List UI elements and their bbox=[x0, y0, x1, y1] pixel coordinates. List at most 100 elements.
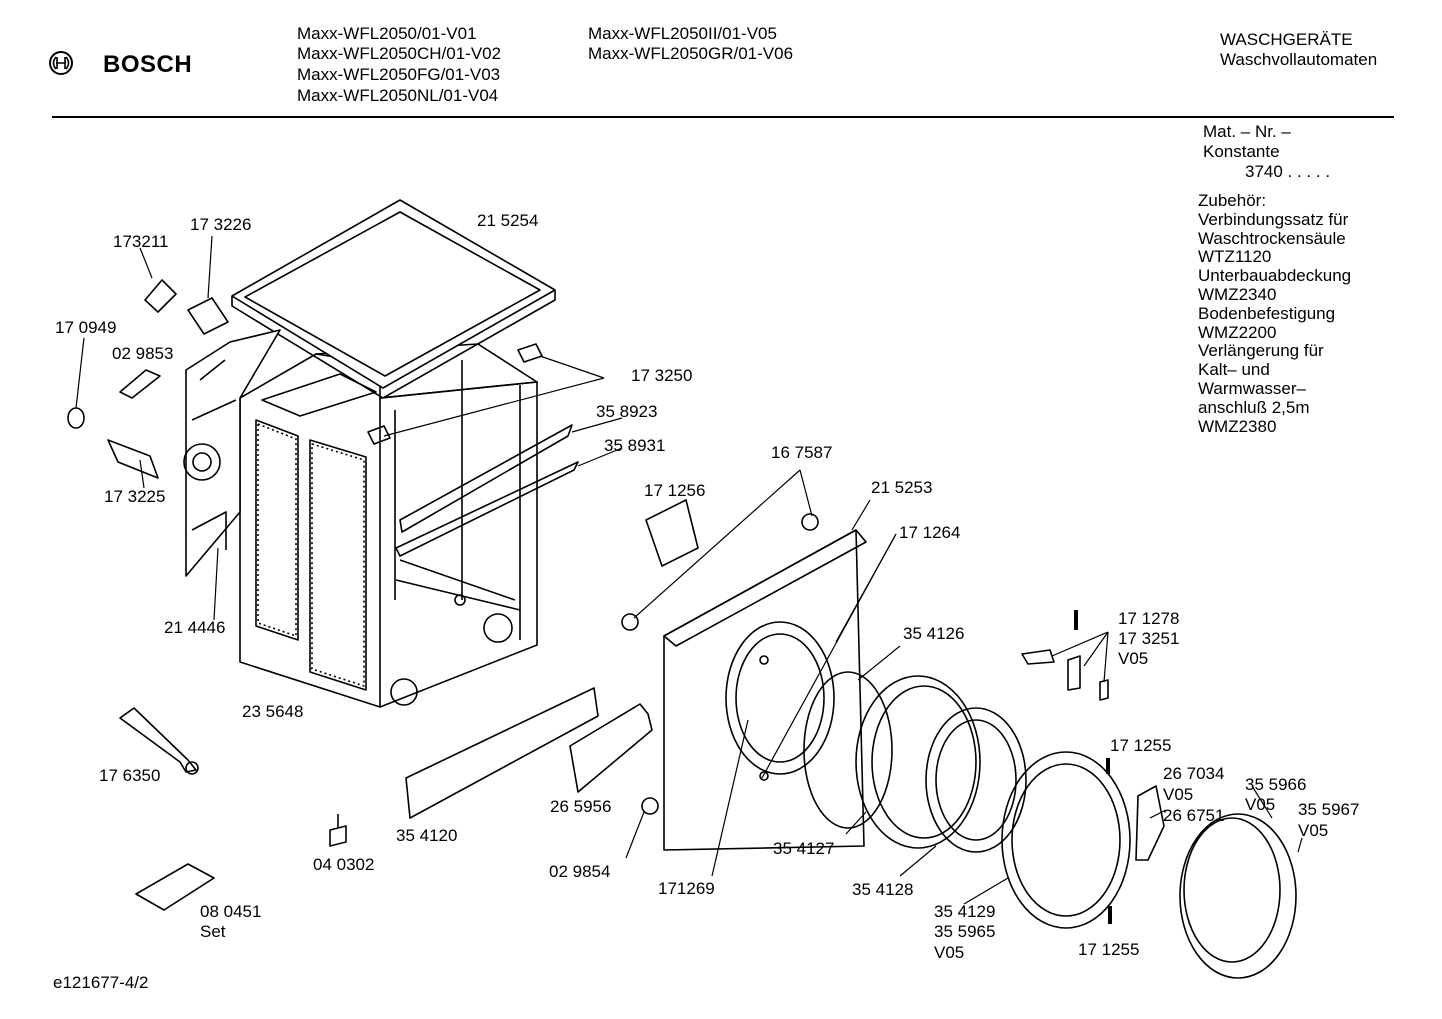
part-label: 02 9854 bbox=[549, 862, 611, 881]
part-label: V05 bbox=[1245, 795, 1276, 814]
part-label: 35 4120 bbox=[396, 826, 458, 845]
strut-rail-drawing bbox=[399, 424, 573, 533]
document-id: e121677-4/2 bbox=[53, 973, 149, 992]
accessory-line: Kalt– und bbox=[1198, 360, 1270, 380]
part-label: 04 0302 bbox=[313, 855, 375, 874]
accessory-line: Waschtrockensäule bbox=[1198, 228, 1346, 248]
part-label: V05 bbox=[1118, 649, 1149, 668]
hose-connector-173226-drawing bbox=[187, 297, 229, 335]
front-panel-drawing bbox=[663, 529, 867, 851]
wrench-drawing bbox=[119, 707, 197, 773]
part-label: 17 1256 bbox=[644, 481, 706, 500]
model-line: Maxx-WFL2050NL/01-V04 bbox=[297, 86, 499, 105]
part-label: 35 5965 bbox=[934, 922, 996, 941]
clip-173211-drawing bbox=[144, 279, 177, 313]
part-label: 26 5956 bbox=[550, 797, 612, 816]
foot-drawing bbox=[329, 814, 347, 847]
plinth-panel-drawing bbox=[405, 687, 599, 819]
part-label: 35 4127 bbox=[773, 839, 835, 858]
mat-nr-label: Mat. – Nr. – bbox=[1203, 122, 1291, 141]
part-label: 16 7587 bbox=[771, 443, 833, 462]
model-line: Maxx-WFL2050II/01-V05 bbox=[588, 24, 777, 43]
accessory-line: Zubehör: bbox=[1198, 191, 1267, 210]
bosch-logo-icon bbox=[48, 50, 74, 76]
part-label: V05 bbox=[1163, 785, 1194, 804]
part-label: 23 5648 bbox=[242, 702, 304, 721]
clip-167587-drawing bbox=[621, 613, 639, 631]
part-label: 17 0949 bbox=[55, 318, 117, 337]
door-lock-drawing bbox=[645, 499, 699, 567]
category-title: WASCHGERÄTE bbox=[1220, 30, 1353, 49]
accessory-line: Verbindungssatz für bbox=[1198, 209, 1349, 229]
part-label: 17 3225 bbox=[104, 487, 166, 506]
part-label: 35 8923 bbox=[596, 402, 658, 421]
part-label: V05 bbox=[1298, 821, 1329, 840]
part-label: 17 3226 bbox=[190, 215, 252, 234]
part-label: 35 4129 bbox=[934, 902, 996, 921]
accessories-list: Zubehör: Verbindungssatz für Waschtrocke… bbox=[1198, 191, 1352, 436]
clip-167587b-drawing bbox=[801, 513, 819, 531]
part-label: 17 3250 bbox=[631, 366, 693, 385]
part-label: 21 5254 bbox=[477, 211, 539, 230]
door-glass-354126-drawing bbox=[803, 671, 893, 829]
part-label: 17 1264 bbox=[899, 523, 961, 542]
accessory-line: Unterbauabdeckung bbox=[1198, 266, 1352, 286]
brand-name: BOSCH bbox=[103, 51, 193, 78]
accessory-line: WTZ1120 bbox=[1198, 247, 1272, 267]
part-label: 35 5967 bbox=[1298, 800, 1360, 819]
hose-connector-173225-drawing bbox=[107, 439, 159, 479]
part-label: 17 6350 bbox=[99, 766, 161, 785]
model-line: Maxx-WFL2050/01-V01 bbox=[297, 24, 477, 43]
model-line: Maxx-WFL2050FG/01-V03 bbox=[297, 65, 501, 84]
grommet-170949-drawing bbox=[67, 407, 85, 429]
hinge-drawing bbox=[1135, 785, 1165, 861]
mat-nr-value: 3740 . . . . . bbox=[1245, 162, 1331, 181]
part-label: 173211 bbox=[113, 232, 169, 251]
door-frame-354127-drawing bbox=[855, 675, 981, 849]
part-label: V05 bbox=[934, 943, 965, 962]
accessory-line: Warmwasser– bbox=[1198, 378, 1306, 398]
door-glass-354128-drawing bbox=[925, 707, 1027, 853]
part-label: 17 1255 bbox=[1078, 940, 1140, 959]
part-label: 35 4126 bbox=[903, 624, 965, 643]
model-line: Maxx-WFL2050GR/01-V06 bbox=[588, 44, 794, 63]
model-line: Maxx-WFL2050CH/01-V02 bbox=[297, 44, 502, 63]
part-label: 08 0451 bbox=[200, 902, 262, 921]
door-ring-354129-drawing bbox=[1001, 751, 1131, 929]
strut-rail-2-drawing bbox=[395, 461, 579, 557]
part-label: 17 1255 bbox=[1110, 736, 1172, 755]
category-subtitle: Waschvollautomaten bbox=[1220, 50, 1378, 69]
part-label: 21 4446 bbox=[164, 618, 226, 637]
clip-173250-drawing bbox=[517, 343, 543, 363]
mat-nr-label-2: Konstante bbox=[1203, 142, 1280, 161]
part-label: 02 9853 bbox=[112, 344, 174, 363]
part-label: 26 7034 bbox=[1163, 764, 1225, 783]
part-label: 171269 bbox=[658, 879, 715, 898]
part-label: 17 1278 bbox=[1118, 609, 1180, 628]
accessory-line: WMZ2340 bbox=[1198, 284, 1277, 304]
header-divider bbox=[52, 116, 1394, 118]
top-cover-drawing bbox=[231, 199, 556, 399]
cabinet-drawing bbox=[239, 343, 538, 708]
part-label: 35 8931 bbox=[604, 436, 666, 455]
part-label: 26 6751 bbox=[1163, 806, 1225, 825]
latch-3-drawing bbox=[1099, 679, 1109, 701]
part-label: Set bbox=[200, 922, 226, 941]
accessory-line: anschluß 2,5m bbox=[1198, 397, 1310, 417]
accessory-line: Verlängerung für bbox=[1198, 341, 1324, 361]
accessory-line: WMZ2200 bbox=[1198, 322, 1277, 342]
clip-173250b-drawing bbox=[367, 425, 391, 445]
door-cover-355967-drawing bbox=[1179, 813, 1297, 979]
rear-panel-drawing bbox=[183, 329, 281, 577]
accessory-line: WMZ2380 bbox=[1198, 416, 1277, 436]
part-label: 35 4128 bbox=[852, 880, 914, 899]
service-flap-drawing bbox=[569, 703, 653, 793]
material-number-block: Mat. – Nr. – Konstante 3740 . . . . . bbox=[1203, 122, 1330, 182]
latch-drawing bbox=[1021, 649, 1055, 665]
part-label: 17 3251 bbox=[1118, 629, 1180, 648]
bracket-029853-drawing bbox=[119, 369, 161, 399]
knob-029854-drawing bbox=[641, 797, 659, 815]
part-label: 35 5966 bbox=[1245, 775, 1307, 794]
base-plate-drawing bbox=[135, 863, 215, 911]
